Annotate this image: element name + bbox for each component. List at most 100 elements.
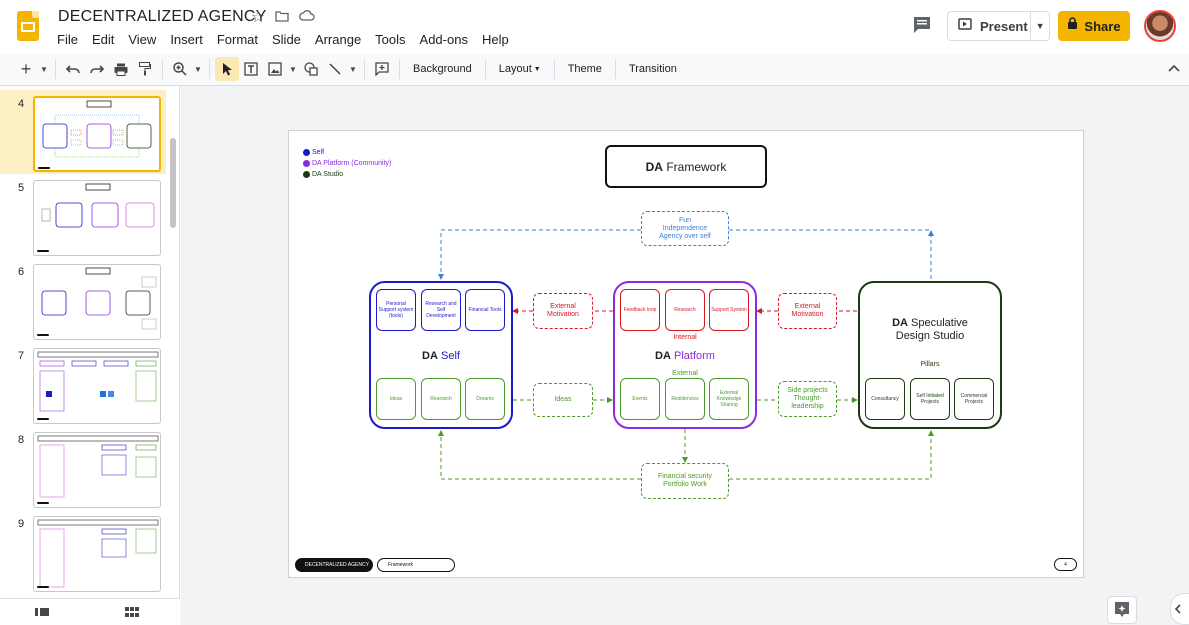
share-label: Share — [1084, 18, 1121, 34]
paint-format-icon[interactable] — [133, 57, 157, 81]
print-icon[interactable] — [109, 57, 133, 81]
text-box-icon[interactable] — [239, 57, 263, 81]
current-slide[interactable]: Self DA Platform (Community) DA Studio D… — [288, 130, 1084, 578]
legend-dot — [303, 171, 310, 178]
redo-icon[interactable] — [85, 57, 109, 81]
connector-arrows — [438, 229, 934, 480]
slide-thumbnail-5[interactable]: 5 — [0, 174, 166, 258]
new-slide-icon[interactable]: + — [20, 58, 32, 79]
line-dropdown-icon[interactable]: ▼ — [349, 64, 357, 74]
studio-pillar-item: Consultancy — [865, 378, 905, 420]
slides-logo-icon[interactable] — [17, 11, 39, 41]
thumbnail-preview — [33, 264, 161, 340]
star-icon[interactable]: ☆ — [250, 9, 266, 26]
self-idea-item: Dreams — [465, 378, 505, 420]
title-bold: DA — [655, 350, 671, 362]
explore-button[interactable] — [1107, 596, 1137, 624]
filmstrip-scrollbar[interactable] — [170, 138, 176, 228]
menu-insert[interactable]: Insert — [170, 32, 203, 47]
user-avatar[interactable] — [1144, 10, 1176, 42]
background-button[interactable]: Background — [413, 63, 472, 75]
image-icon[interactable] — [263, 57, 287, 81]
menu-format[interactable]: Format — [216, 32, 258, 47]
zoom-dropdown-icon[interactable]: ▼ — [194, 64, 202, 74]
new-slide-dropdown-icon[interactable]: ▼ — [40, 64, 48, 74]
toolbar-divider — [614, 59, 616, 79]
platform-internal-item: Feedback loop — [620, 289, 660, 331]
document-title[interactable]: DECENTRALIZED AGENCY — [58, 8, 267, 25]
legend-item-platform: DA Platform (Community) — [303, 158, 391, 169]
lock-icon — [1067, 17, 1078, 35]
line-icon[interactable] — [323, 57, 347, 81]
toolbar-divider — [209, 59, 210, 79]
menu-help[interactable]: Help — [481, 32, 509, 47]
chevron-left-icon — [1174, 604, 1181, 614]
studio-pillar-item: Self Initiated Projects — [910, 378, 950, 420]
slide-thumbnail-7[interactable]: 7 — [0, 342, 166, 426]
legend-label: DA Platform (Community) — [312, 160, 392, 167]
toolbar-divider — [364, 59, 365, 79]
zoom-icon[interactable] — [168, 57, 192, 81]
da-platform-box: Feedback loop Research Support System In… — [613, 281, 757, 429]
legend-item-self: Self — [303, 147, 391, 158]
add-comment-icon[interactable] — [370, 57, 394, 81]
slide-thumbnail-8[interactable]: 8 — [0, 426, 166, 510]
menu-bar: File Edit View Insert Format Slide Arran… — [50, 30, 516, 50]
external-motivation-connector: External Motivation — [778, 293, 837, 329]
da-self-box: Personal Support system (tools) Research… — [369, 281, 513, 429]
image-dropdown-icon[interactable]: ▼ — [289, 64, 297, 74]
side-panel-toggle[interactable] — [1170, 593, 1189, 625]
layout-label: Layout — [498, 63, 532, 75]
da-studio-box: DA Speculative Design Studio Pillars Con… — [858, 281, 1002, 429]
fun-connector: Fun Independence Agency over self — [641, 211, 729, 246]
slide-number: 6 — [18, 266, 25, 278]
slide-number: 9 — [18, 518, 25, 530]
thumbnail-preview — [33, 96, 161, 172]
title-bold: DA — [892, 317, 908, 329]
slide-number: 4 — [18, 98, 25, 110]
transition-button[interactable]: Transition — [628, 63, 677, 75]
present-dropdown-icon[interactable]: ▼ — [1035, 21, 1045, 31]
slide-thumbnail-4[interactable]: 4 — [0, 90, 166, 174]
ideas-connector: Ideas — [533, 383, 593, 417]
menu-tools[interactable]: Tools — [375, 32, 406, 47]
slide-filmstrip: 4 5 — [0, 86, 180, 625]
folder-icon[interactable] — [273, 9, 291, 27]
comment-history-icon[interactable] — [911, 14, 933, 36]
menu-file[interactable]: File — [57, 32, 78, 47]
platform-internal-item: Support System — [709, 289, 749, 331]
legend-label: Self — [312, 149, 325, 156]
layout-button[interactable]: Layout ▼ — [491, 57, 549, 81]
self-item: Personal Support system (tools) — [376, 289, 416, 331]
external-motivation-connector: External Motivation — [533, 293, 593, 329]
slide-number: 5 — [18, 182, 25, 194]
menu-view[interactable]: View — [128, 32, 157, 47]
toolbar-divider — [553, 59, 555, 79]
share-button[interactable]: Share — [1058, 11, 1130, 41]
side-projects-connector: Side projects Thought-leadership — [778, 381, 837, 417]
menu-edit[interactable]: Edit — [91, 32, 115, 47]
title-rest: Platform — [673, 350, 715, 362]
menu-addons[interactable]: Add-ons — [419, 32, 468, 47]
theme-button[interactable]: Theme — [567, 63, 602, 75]
app-header: DECENTRALIZED AGENCY ☆ File Edit View In… — [0, 0, 1189, 54]
title-rest-line2: Design Studio — [895, 330, 965, 342]
cloud-saved-icon[interactable] — [298, 9, 316, 27]
present-button[interactable]: Present ▼ — [947, 11, 1050, 41]
menu-slide[interactable]: Slide — [272, 32, 301, 47]
filmstrip-view-icon[interactable] — [35, 605, 51, 619]
legend: Self DA Platform (Community) DA Studio — [303, 147, 391, 180]
menu-arrange[interactable]: Arrange — [314, 32, 362, 47]
undo-icon[interactable] — [61, 57, 85, 81]
shape-icon[interactable] — [299, 57, 323, 81]
title-rest-line1: Speculative — [911, 317, 968, 329]
collapse-toolbar-icon[interactable] — [1166, 61, 1182, 77]
grid-view-icon[interactable] — [125, 605, 141, 619]
select-cursor-icon[interactable] — [215, 57, 239, 81]
slide-thumbnail-9[interactable]: 9 — [0, 510, 166, 594]
da-studio-title: DA Speculative Design Studio — [860, 317, 1000, 343]
footer-section-pill: Framework — [377, 558, 455, 572]
footer-brand-pill: DECENTRALIZED AGENCY — [295, 558, 373, 572]
slide-thumbnail-6[interactable]: 6 — [0, 258, 166, 342]
financial-security-connector: Financial security Portfolio Work — [641, 463, 729, 499]
